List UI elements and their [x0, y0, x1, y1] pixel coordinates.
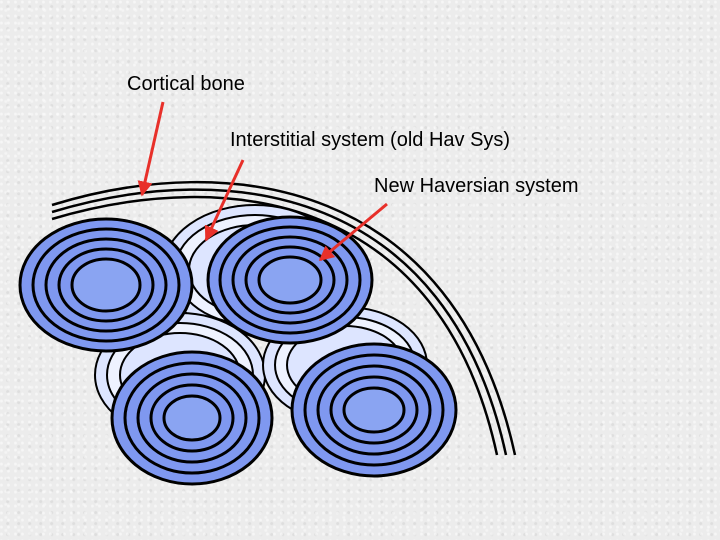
arrow-interstitial [204, 159, 245, 242]
label-new-haversian-system: New Haversian system [374, 175, 579, 197]
arrow-new-haversian [318, 202, 388, 262]
haversian-system-top-left [18, 217, 194, 353]
label-interstitial-system: Interstitial system (old Hav Sys) [230, 129, 511, 151]
haversian-system-bottom-left [110, 350, 274, 486]
arrow-cortical-bone [137, 101, 165, 197]
haversian-system-bottom-right [290, 342, 458, 478]
label-cortical-bone: Cortical bone [127, 73, 245, 95]
